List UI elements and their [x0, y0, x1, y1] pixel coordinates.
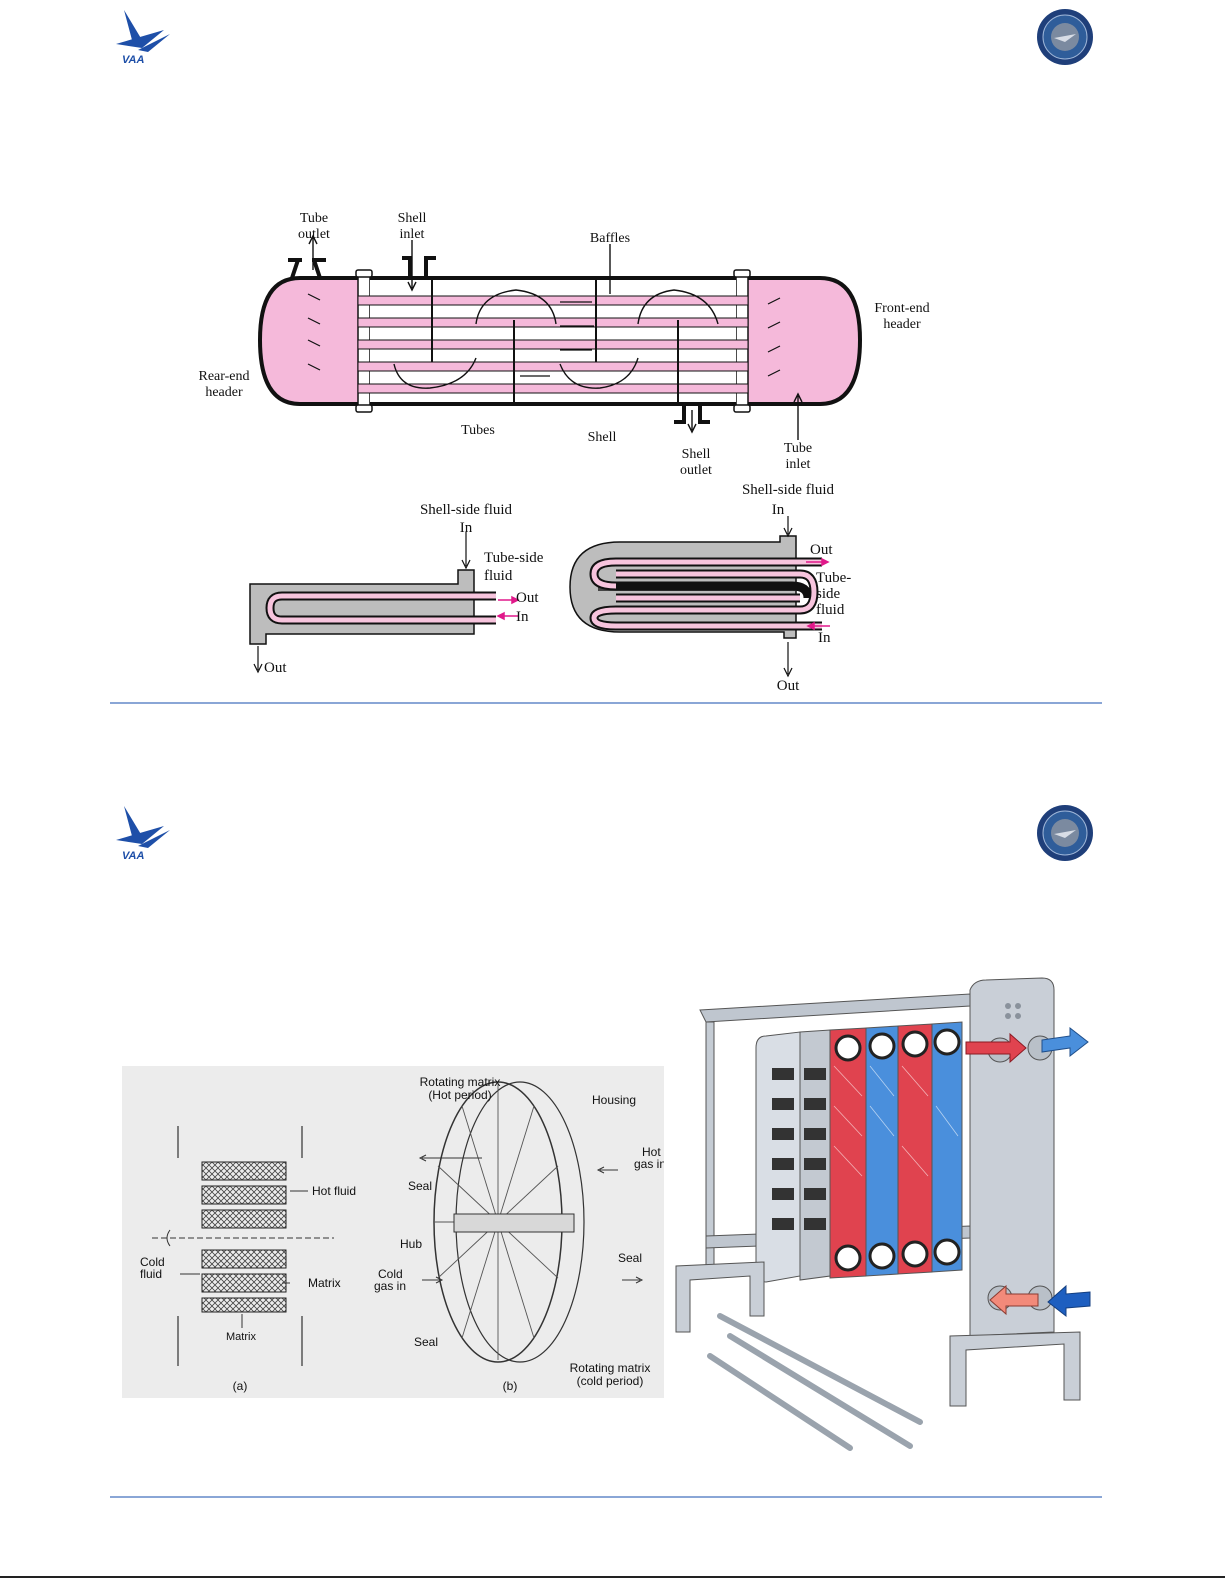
- label-hot-gas-in-2: gas in: [634, 1157, 664, 1171]
- label-seal-top: Seal: [408, 1179, 432, 1193]
- label-tubes: Tubes: [461, 423, 495, 438]
- hairpin-left-tube-side-fluid-1: Tube-side: [484, 550, 544, 566]
- vaa-logo: VAA: [116, 806, 170, 862]
- hairpin-right-in-right: In: [818, 630, 831, 646]
- label-matrix-right: Matrix: [308, 1276, 341, 1290]
- hairpin-right-tube-side-fluid-1: Tube-: [816, 570, 851, 586]
- label-front-end-header-2: header: [883, 317, 921, 332]
- label-front-end-header-1: Front-end: [874, 301, 929, 316]
- label-housing: Housing: [592, 1093, 636, 1107]
- label-hot-fluid: Hot fluid: [312, 1184, 356, 1198]
- hairpin-left-shell-side-fluid: Shell-side fluid: [420, 502, 513, 518]
- label-rotating-matrix-hot-1: Rotating matrix: [420, 1075, 501, 1089]
- label-seal-bottom: Seal: [414, 1335, 438, 1349]
- slide-2-divider: [110, 1496, 1102, 1498]
- label-tube-outlet-1: Tube: [300, 211, 328, 226]
- label-hub: Hub: [400, 1237, 422, 1251]
- hairpin-left-in-top: In: [460, 520, 473, 536]
- label-hot-gas-in-1: Hot: [642, 1145, 661, 1159]
- label-shell-inlet-2: inlet: [400, 227, 425, 242]
- label-tube-inlet-1: Tube: [784, 441, 812, 456]
- label-cold-gas-in-1: Cold: [378, 1267, 403, 1281]
- label-matrix-bottom: Matrix: [226, 1331, 256, 1343]
- hairpin-right-tube-side-fluid-2: side: [816, 586, 841, 602]
- label-rear-end-header-2: header: [205, 385, 243, 400]
- hairpin-left-tube-side-fluid-2: fluid: [484, 568, 513, 584]
- hairpin-right-in-top: In: [772, 502, 785, 518]
- label-seal-right: Seal: [618, 1251, 642, 1265]
- hairpin-exchanger-left: Shell-side fluid In Tube-side fluid Out …: [249, 502, 544, 676]
- label-cold-fluid-2: fluid: [140, 1267, 162, 1281]
- page-bottom-rule: [0, 1576, 1225, 1578]
- label-tube-inlet-2: inlet: [786, 457, 811, 472]
- label-cold-gas-in-2: gas in: [374, 1279, 406, 1293]
- label-shell-outlet-1: Shell: [682, 447, 711, 462]
- hairpin-right-shell-side-fluid: Shell-side fluid: [742, 482, 835, 498]
- caption-a: (a): [233, 1379, 248, 1393]
- slide-2: VAA: [0, 796, 1225, 1516]
- label-shell-inlet-1: Shell: [398, 211, 427, 226]
- rotary-regenerator-diagram: Rotating matrix (Hot period) Housing Hot…: [122, 1066, 664, 1398]
- hairpin-left-out-bottom: Out: [264, 660, 287, 676]
- label-baffles: Baffles: [590, 231, 630, 246]
- label-rear-end-header-1: Rear-end: [198, 369, 249, 384]
- label-rotating-matrix-cold-1: Rotating matrix: [570, 1361, 651, 1375]
- label-cold-fluid-1: Cold: [140, 1255, 165, 1269]
- shell-tube-heat-exchanger-diagram: Tube outlet Shell inlet Baffles Front-en…: [198, 211, 929, 478]
- label-rotating-matrix-hot-2: (Hot period): [428, 1088, 491, 1102]
- hairpin-right-out-right: Out: [810, 542, 833, 558]
- hairpin-left-in-right: In: [516, 609, 529, 625]
- hairpin-right-tube-side-fluid-3: fluid: [816, 602, 845, 618]
- slide-1-divider: [110, 702, 1102, 704]
- label-shell-outlet-2: outlet: [680, 463, 712, 478]
- hairpin-left-out-right: Out: [516, 590, 539, 606]
- label-tube-outlet-2: outlet: [298, 227, 330, 242]
- vaa-logo-text: VAA: [122, 54, 144, 66]
- academy-seal: [1037, 9, 1093, 65]
- hairpin-exchanger-right: Shell-side fluid In Out Tube- side fluid…: [569, 482, 851, 694]
- label-rotating-matrix-cold-2: (cold period): [577, 1374, 644, 1388]
- hairpin-right-out-bottom: Out: [777, 678, 800, 694]
- vaa-logo-text: VAA: [122, 850, 144, 862]
- vaa-logo: VAA: [116, 10, 170, 66]
- slide-1: VAA: [0, 0, 1225, 720]
- label-shell: Shell: [588, 430, 617, 445]
- academy-seal: [1037, 805, 1093, 861]
- plate-heat-exchanger-illustration: [675, 977, 1091, 1451]
- caption-b: (b): [503, 1379, 518, 1393]
